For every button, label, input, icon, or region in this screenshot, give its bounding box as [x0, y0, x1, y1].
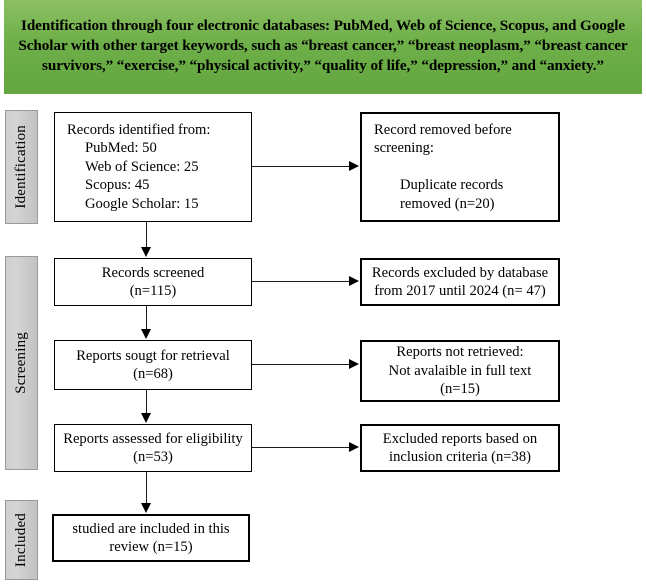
records-excluded-db-line1: Records excluded by database — [371, 264, 549, 281]
records-identified-title: Records identified from: — [67, 122, 211, 139]
reports-not-retrieved-reason: Not avalaible in full text — [388, 362, 532, 379]
duplicate-records-label: Duplicate records — [400, 177, 504, 194]
records-identified-scopus: Scopus: 45 — [85, 177, 150, 194]
reports-assessed-count: (n=53) — [133, 449, 173, 465]
arrowhead-right-icon — [349, 276, 359, 286]
reports-not-retrieved-title: Reports not retrieved: — [396, 344, 524, 361]
excluded-inclusion-line1: Excluded reports based on — [382, 430, 538, 447]
connector-screened-to-sought — [146, 306, 147, 330]
box-studies-included: studied are included in this review (n=1… — [52, 514, 250, 562]
box-records-removed: Record removed before screening: Duplica… — [360, 112, 560, 222]
arrowhead-down-icon — [141, 503, 151, 513]
arrowhead-down-icon — [141, 413, 151, 423]
connector-sought-to-not-retrieved — [252, 364, 350, 365]
records-identified-google-scholar: Google Scholar: 15 — [85, 195, 199, 212]
stage-bar-included: Included — [5, 500, 38, 580]
box-records-excluded-by-database: Records excluded by database from 2017 u… — [360, 258, 560, 306]
excluded-inclusion-line2: inclusion criteria (n=38) — [389, 449, 531, 465]
arrowhead-down-icon — [141, 329, 151, 339]
reports-assessed-label: Reports assessed for eligibility — [63, 430, 243, 447]
reports-sought-label: Reports sougt for retrieval — [76, 347, 230, 364]
studies-included-label: studied are included in this — [72, 520, 230, 537]
reports-not-retrieved-count: (n=15) — [440, 381, 480, 398]
arrowhead-right-icon — [349, 359, 359, 369]
stage-bar-identification: Identification — [5, 110, 38, 224]
connector-assessed-to-included — [146, 472, 147, 504]
arrowhead-down-icon — [141, 247, 151, 257]
box-records-identified: Records identified from: PubMed: 50 Web … — [54, 112, 252, 222]
box-reports-sought: Reports sougt for retrieval (n=68) — [54, 340, 252, 390]
records-removed-title-line1: Record removed before — [374, 122, 512, 139]
records-removed-title-line2: screening: — [374, 140, 434, 157]
header-banner: Identification through four electronic d… — [4, 0, 642, 94]
stage-label-identification: Identification — [13, 125, 29, 209]
box-excluded-inclusion-criteria: Excluded reports based on inclusion crit… — [360, 424, 560, 472]
records-identified-pubmed: PubMed: 50 — [85, 140, 157, 157]
stage-label-included: Included — [13, 512, 29, 568]
connector-assessed-to-excluded-inclusion — [252, 447, 350, 448]
records-screened-label: Records screened — [101, 264, 205, 281]
records-excluded-db-line2: from 2017 until 2024 (n= 47) — [374, 283, 546, 299]
arrowhead-right-icon — [349, 161, 359, 171]
connector-identified-to-screened — [146, 222, 147, 248]
box-reports-not-retrieved: Reports not retrieved: Not avalaible in … — [360, 340, 560, 402]
reports-sought-count: (n=68) — [133, 366, 173, 382]
connector-identified-to-removed — [252, 166, 350, 167]
stage-label-screening: Screening — [13, 332, 29, 394]
records-screened-count: (n=115) — [129, 283, 177, 299]
duplicate-records-count: removed (n=20) — [400, 195, 495, 212]
connector-sought-to-assessed — [146, 390, 147, 414]
box-records-screened: Records screened (n=115) — [54, 258, 252, 306]
box-reports-assessed: Reports assessed for eligibility (n=53) — [54, 424, 252, 472]
studies-included-count: review (n=15) — [109, 539, 193, 555]
records-removed-spacer — [374, 158, 546, 176]
stage-bar-screening: Screening — [5, 256, 38, 470]
arrowhead-right-icon — [349, 442, 359, 452]
records-identified-web-of-science: Web of Science: 25 — [85, 158, 199, 175]
header-banner-text: Identification through four electronic d… — [18, 16, 628, 75]
connector-screened-to-excluded-db — [252, 281, 350, 282]
